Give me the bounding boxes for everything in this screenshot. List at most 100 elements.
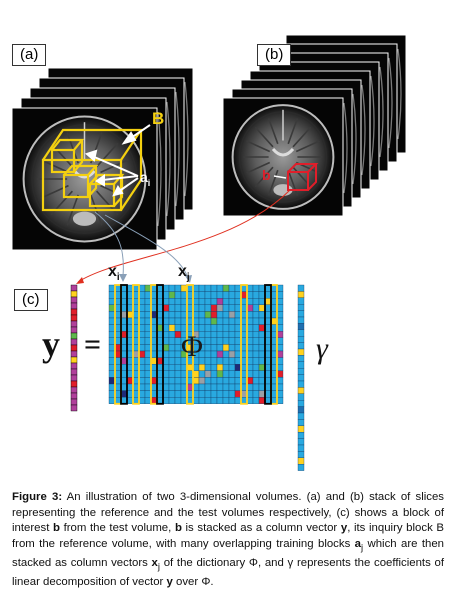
matrix-cell xyxy=(210,357,218,365)
matrix-cell xyxy=(114,344,122,352)
matrix-column-highlight xyxy=(132,284,140,405)
matrix-column-highlight xyxy=(186,284,194,405)
matrix-cell xyxy=(216,337,224,345)
matrix-cell xyxy=(114,311,122,319)
vector-gamma-cell xyxy=(297,336,305,343)
matrix-cell xyxy=(108,370,116,378)
matrix-cell xyxy=(204,344,212,352)
matrix-cell xyxy=(198,377,206,385)
vector-y-cell xyxy=(70,404,78,412)
matrix-cell xyxy=(228,370,236,378)
matrix-cell xyxy=(168,311,176,319)
matrix-cell xyxy=(204,291,212,299)
matrix-column-outline xyxy=(120,284,128,405)
matrix-cell xyxy=(210,311,218,319)
matrix-cell xyxy=(198,390,206,398)
panel-label-c: (c) xyxy=(14,289,48,311)
vector-gamma-cell xyxy=(297,355,305,362)
matrix-column-highlight xyxy=(240,284,248,405)
matrix-cell xyxy=(174,304,182,312)
matrix-cell xyxy=(210,370,218,378)
matrix-cell xyxy=(216,284,224,292)
matrix-cell xyxy=(228,331,236,338)
vector-y-cell xyxy=(70,302,78,310)
vector-y-cell xyxy=(70,362,78,370)
panel-label-a: (a) xyxy=(12,44,47,66)
matrix-cell xyxy=(252,337,260,345)
matrix-cell xyxy=(120,317,128,325)
vector-gamma-cell xyxy=(297,425,305,433)
matrix-cell xyxy=(204,383,212,391)
matrix-cell xyxy=(114,370,122,378)
matrix-cell xyxy=(120,304,128,312)
matrix-cell xyxy=(216,383,224,391)
caption-b-2: b xyxy=(174,522,182,535)
matrix-cell xyxy=(222,291,230,299)
matrix-cell xyxy=(204,337,212,345)
matrix-cell xyxy=(210,304,218,312)
matrix-cell xyxy=(168,331,176,338)
matrix-cell xyxy=(228,397,236,404)
matrix-cell xyxy=(168,390,176,398)
matrix-cell xyxy=(216,364,224,371)
matrix-cell xyxy=(252,304,260,312)
matrix-cell xyxy=(216,370,224,378)
matrix-cell xyxy=(204,370,212,378)
matrix-cell xyxy=(114,377,122,385)
matrix-cell xyxy=(228,390,236,398)
vector-gamma-cell xyxy=(297,291,305,298)
matrix-cell xyxy=(174,377,182,385)
matrix-cell xyxy=(252,364,260,371)
matrix-cell xyxy=(216,291,224,299)
matrix-cell xyxy=(210,383,218,391)
matrix-cell xyxy=(120,337,128,345)
matrix-cell xyxy=(210,344,218,352)
matrix-cell xyxy=(108,337,116,345)
matrix-cell xyxy=(174,311,182,319)
matrix-cell xyxy=(168,397,176,404)
matrix-cell xyxy=(204,284,212,292)
matrix-cell xyxy=(114,291,122,299)
matrix-cell xyxy=(168,344,176,352)
matrix-cell xyxy=(210,337,218,345)
vector-y-cell xyxy=(70,308,78,316)
matrix-cell xyxy=(120,298,128,305)
matrix-cell xyxy=(114,331,122,338)
matrix-cell xyxy=(222,324,230,332)
matrix-cell xyxy=(120,390,128,398)
matrix-cell xyxy=(120,350,128,358)
vector-gamma-cell xyxy=(297,297,305,305)
matrix-cell xyxy=(252,284,260,292)
matrix-cell xyxy=(222,350,230,358)
caption-text-3: is stacked as a column vector xyxy=(181,522,341,535)
matrix-cell xyxy=(228,344,236,352)
matrix-cell xyxy=(168,298,176,305)
matrix-cell xyxy=(252,377,260,385)
matrix-cell xyxy=(114,357,122,365)
matrix-cell xyxy=(108,291,116,299)
matrix-cell xyxy=(198,364,206,371)
matrix-cell xyxy=(210,284,218,292)
matrix-cell xyxy=(204,377,212,385)
label-xi-sub: i xyxy=(117,272,120,283)
vector-gamma-cell xyxy=(297,380,305,388)
vector-gamma-cell xyxy=(297,464,305,471)
caption-text-1: An illustration of two 3-dimensional vol… xyxy=(12,491,444,535)
vector-gamma-cell xyxy=(297,284,305,292)
matrix-cell xyxy=(222,331,230,338)
matrix-cell xyxy=(108,377,116,385)
matrix-cell xyxy=(198,383,206,391)
matrix-cell xyxy=(174,364,182,371)
vector-gamma-cell xyxy=(297,406,305,414)
matrix-cell xyxy=(204,390,212,398)
matrix-cell xyxy=(108,390,116,398)
matrix-cell xyxy=(198,291,206,299)
inquiry-block-B xyxy=(41,128,144,212)
matrix-cell xyxy=(228,337,236,345)
label-xj: xj xyxy=(178,263,190,283)
figure-illustration: B ai b xi xj y = Φ γ xyxy=(11,34,407,471)
matrix-cell xyxy=(210,377,218,385)
matrix-cell xyxy=(114,337,122,345)
matrix-cell xyxy=(120,370,128,378)
matrix-cell xyxy=(204,317,212,325)
